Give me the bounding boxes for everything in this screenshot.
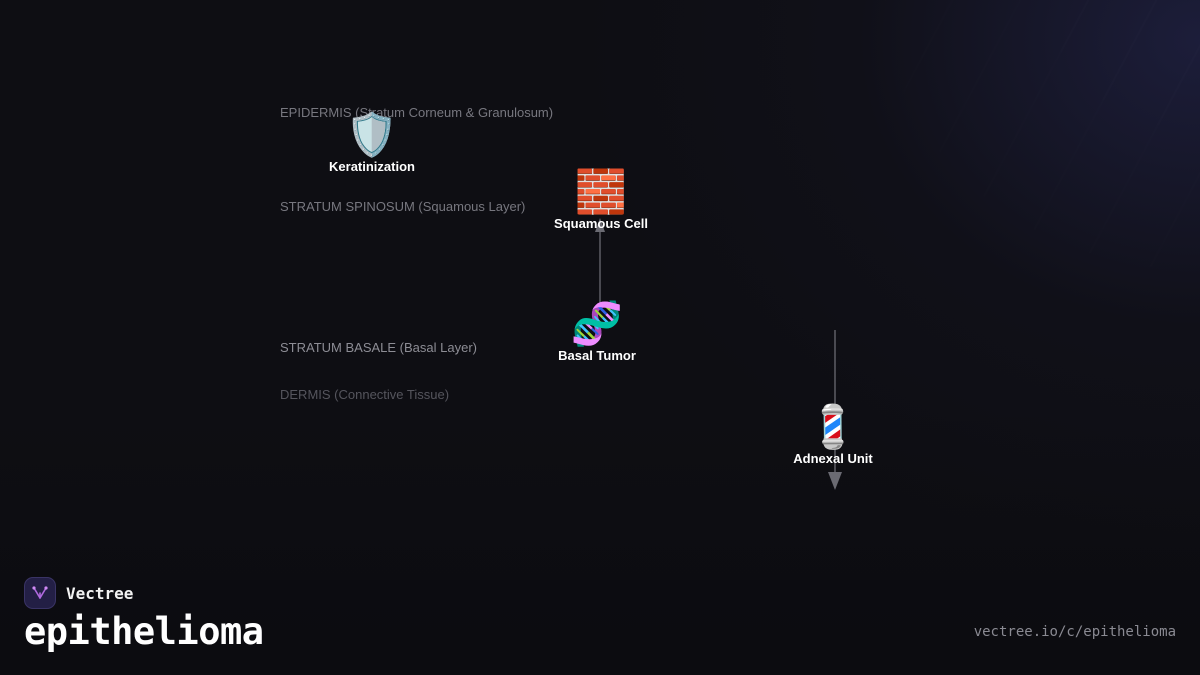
- node-label: Adnexal Unit: [793, 451, 873, 466]
- layer-label-stratum-spinosum: STRATUM SPINOSUM (Squamous Layer): [280, 199, 526, 214]
- barber-pole-icon: 💈: [806, 403, 860, 450]
- node-keratinization[interactable]: 🛡️ Keratinization: [329, 111, 415, 175]
- node-squamous-cell[interactable]: 🧱 Squamous Cell: [554, 168, 648, 232]
- brand-name: Vectree: [66, 583, 134, 603]
- arrowhead-down-icon: [828, 472, 842, 490]
- layer-label-epidermis: EPIDERMIS (Stratum Corneum & Granulosum): [280, 105, 554, 120]
- shield-icon: 🛡️: [345, 111, 399, 158]
- arrowhead-up-icon: [595, 218, 605, 232]
- brand[interactable]: Vectree: [24, 577, 133, 609]
- node-basal-tumor[interactable]: 🧬 Basal Tumor: [558, 300, 636, 364]
- brick-icon: 🧱: [574, 168, 628, 215]
- node-label: Basal Tumor: [558, 348, 636, 363]
- page-title: epithelioma: [24, 610, 264, 653]
- node-label: Keratinization: [329, 159, 415, 174]
- layer-label-dermis: DERMIS (Connective Tissue): [280, 387, 450, 402]
- layer-label-stratum-basale: STRATUM BASALE (Basal Layer): [280, 340, 477, 355]
- node-adnexal-unit[interactable]: 💈 Adnexal Unit: [793, 403, 873, 467]
- page-url[interactable]: vectree.io/c/epithelioma: [973, 624, 1176, 640]
- vectree-logo-icon: [24, 577, 56, 609]
- node-label: Squamous Cell: [554, 216, 648, 231]
- dna-icon: 🧬: [570, 300, 624, 347]
